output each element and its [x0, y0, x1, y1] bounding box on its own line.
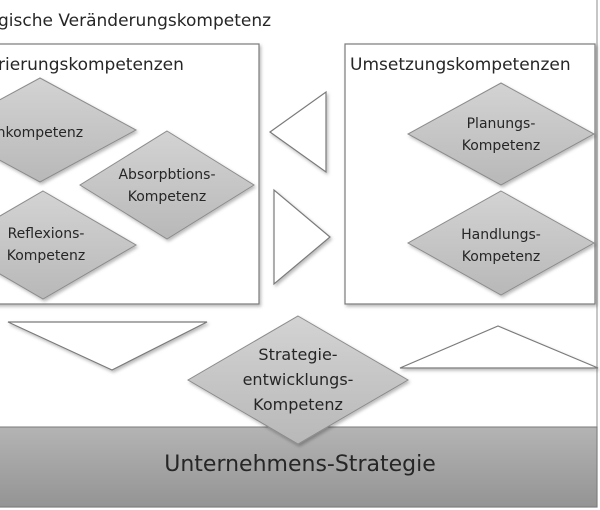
arrow-left-triangle — [268, 90, 327, 174]
diamond-absorption-line2: Kompetenz — [128, 189, 207, 205]
diamond-planning-line2: Kompetenz — [462, 138, 541, 154]
diamond-reflexion-line2: Kompetenz — [7, 248, 86, 264]
arrow-down-triangle — [7, 321, 208, 371]
diamond-action-line1: Handlungs- — [461, 227, 541, 243]
diamond-action — [406, 190, 596, 296]
diamond-absorption — [79, 130, 255, 240]
diamond-strategy-line1: Strategie- — [258, 345, 337, 364]
diamond-planning-line1: Planungs- — [467, 116, 536, 132]
diamond-left-1 — [0, 77, 138, 183]
arrow-up-triangle — [399, 325, 599, 369]
diamond-reflexion — [0, 190, 137, 300]
left-box-title: rierungskompetenzen — [0, 55, 184, 75]
diamond-absorption-line1: Absorpbtions- — [118, 167, 215, 183]
diamond-strategy-line2: entwicklungs- — [243, 370, 354, 389]
right-box-title: Umsetzungskompetenzen — [350, 55, 571, 75]
diamond-reflexion-line1: Reflexions- — [8, 226, 85, 242]
foundation-label: Unternehmens-Strategie — [164, 452, 436, 477]
outer-title: gische Veränderungskompetenz — [0, 11, 271, 31]
diamond-planning — [406, 82, 596, 186]
diamond-left-1-label: chkompetenz — [0, 125, 83, 141]
diamond-strategy-line3: Kompetenz — [253, 395, 343, 414]
diamond-action-line2: Kompetenz — [462, 249, 541, 265]
diamond-strategy-development — [187, 315, 409, 445]
arrow-right-triangle — [273, 188, 331, 286]
